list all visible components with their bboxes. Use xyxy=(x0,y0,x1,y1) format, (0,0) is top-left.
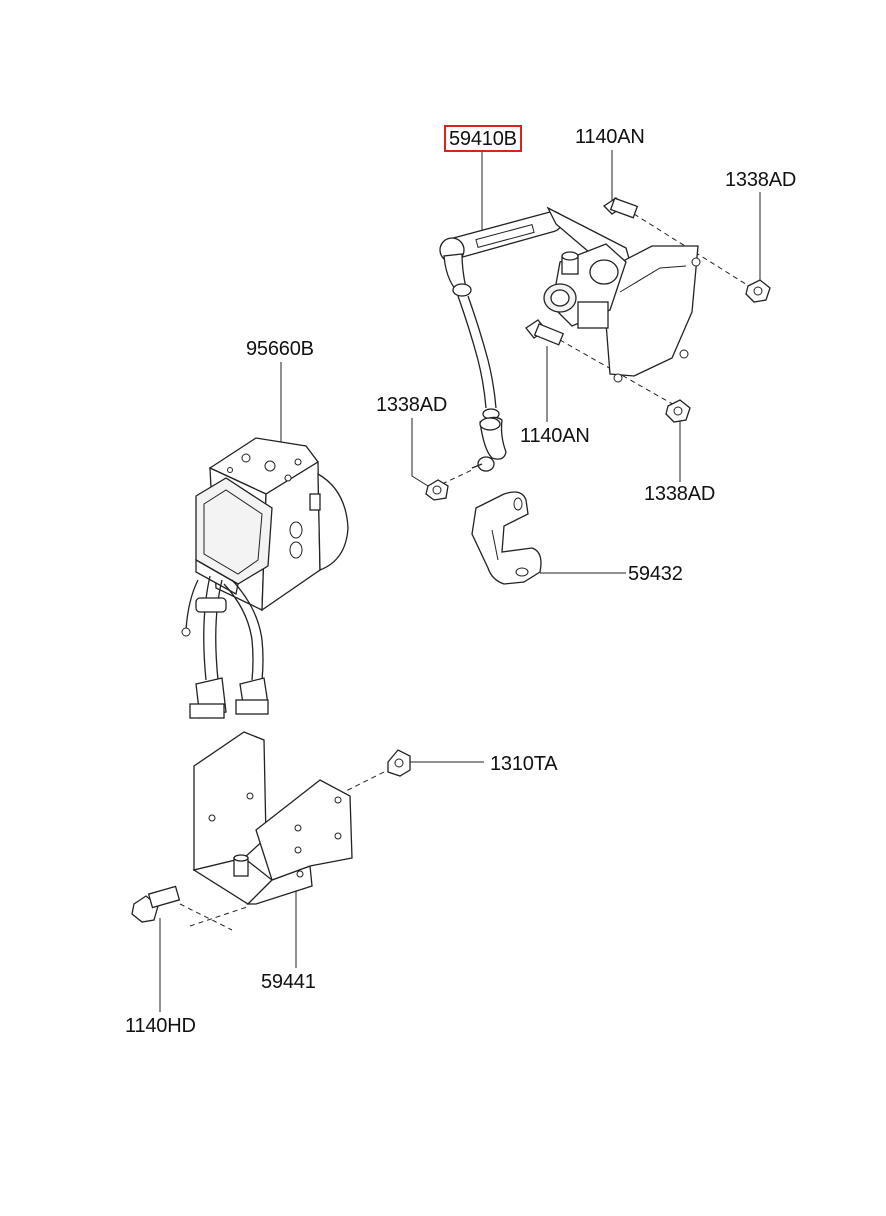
part-label-1140AN-top[interactable]: 1140AN xyxy=(575,126,645,148)
bracket-59441 xyxy=(192,731,353,905)
part-label-1338AD-right[interactable]: 1338AD xyxy=(644,483,716,505)
hecu-module xyxy=(195,437,349,612)
dash-bracket-base xyxy=(189,905,251,927)
fasteners-lower xyxy=(131,749,411,923)
bracket-59432 xyxy=(471,491,542,585)
part-label-1338AD-left[interactable]: 1338AD xyxy=(376,394,448,416)
fasteners-upper xyxy=(425,197,771,501)
part-label-1310TA[interactable]: 1310TA xyxy=(490,753,558,775)
part-label-95660B[interactable]: 95660B xyxy=(246,338,314,360)
dash-rod-to-nut xyxy=(441,469,473,485)
leader-1338AD-left xyxy=(411,418,429,487)
part-label-59432[interactable]: 59432 xyxy=(628,563,683,585)
part-label-1140AN-mid[interactable]: 1140AN xyxy=(520,425,590,447)
part-label-59410B[interactable]: 59410B xyxy=(444,125,522,152)
part-label-1338AD-top[interactable]: 1338AD xyxy=(725,169,797,191)
sensor-body xyxy=(543,206,701,383)
part-label-1140HD[interactable]: 1140HD xyxy=(125,1015,196,1037)
part-label-59441[interactable]: 59441 xyxy=(261,971,316,993)
dash-bolt-to-bracket xyxy=(179,903,233,931)
dash-nut-to-bracket xyxy=(339,767,393,795)
leader-lines xyxy=(159,150,761,1012)
sensor-linkage xyxy=(439,211,563,472)
wiring-harness xyxy=(181,575,269,719)
